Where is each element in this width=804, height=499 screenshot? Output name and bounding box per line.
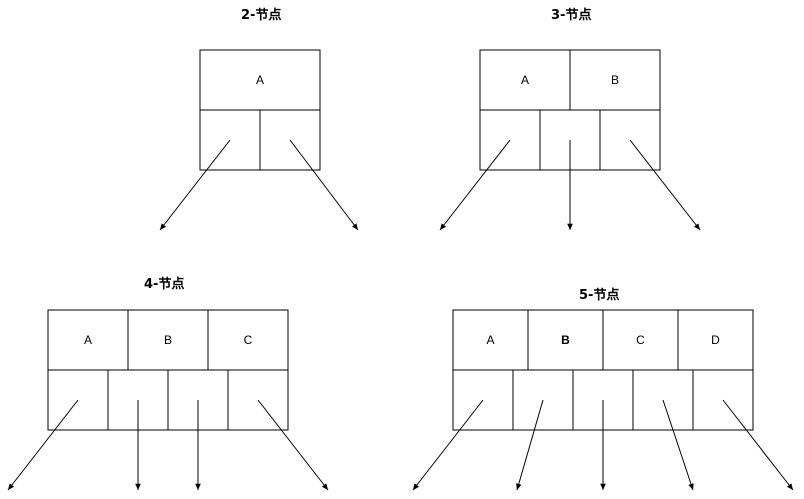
child-arrow	[159, 139, 231, 231]
node-diagram-4: A B C	[7, 309, 329, 491]
child-arrow	[629, 139, 701, 231]
node-diagram-2: A	[159, 49, 359, 231]
child-arrow	[7, 399, 79, 491]
child-arrow	[516, 399, 544, 491]
child-arrow	[439, 139, 511, 231]
child-pointer-cell	[599, 109, 661, 171]
key-label: A	[84, 333, 92, 347]
key-cell	[207, 309, 289, 371]
title-5-node: 5-节点	[579, 288, 620, 303]
key-label: A	[521, 73, 529, 87]
key-label: C	[636, 333, 645, 347]
child-arrow	[257, 399, 329, 491]
title-2-node: 2-节点	[241, 8, 282, 23]
key-cell	[127, 309, 209, 371]
key-label: B	[611, 73, 619, 87]
child-arrow	[289, 139, 359, 231]
node-diagram-5: A B C D	[412, 309, 794, 491]
key-cell	[452, 309, 529, 371]
key-label: A	[486, 333, 494, 347]
key-label: A	[256, 73, 264, 87]
key-cell	[569, 49, 661, 111]
child-arrow	[662, 399, 694, 491]
title-3-node: 3-节点	[551, 8, 592, 23]
key-cell	[527, 309, 604, 371]
key-label: B	[164, 333, 172, 347]
key-cell	[199, 49, 321, 111]
key-label: D	[711, 333, 720, 347]
title-4-node: 4-节点	[144, 277, 185, 292]
key-label: C	[244, 333, 253, 347]
key-label: B	[561, 333, 570, 347]
child-arrow	[412, 399, 484, 491]
child-arrow	[722, 399, 794, 491]
